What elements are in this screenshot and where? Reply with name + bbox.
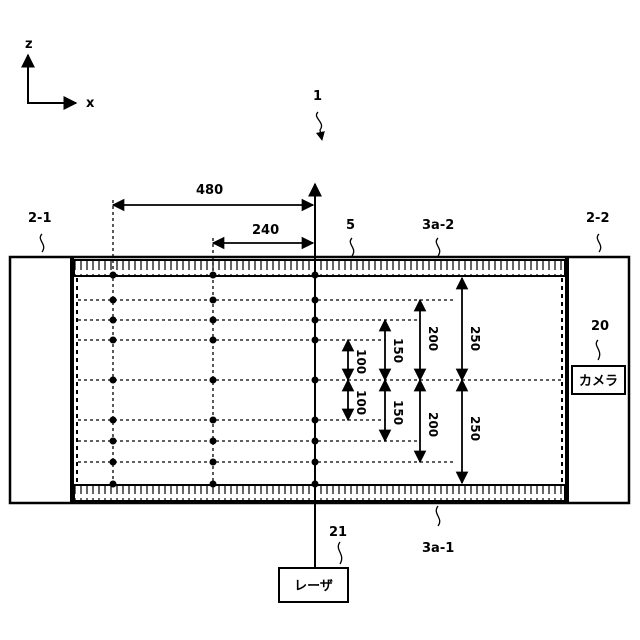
dim-100-bottom-label: 100 <box>354 390 368 415</box>
axes-indicator: z x <box>25 37 95 111</box>
dim-240-label: 240 <box>252 223 279 238</box>
leader-bottom-strip <box>436 506 439 526</box>
horizontal-dashed-lines <box>78 300 562 462</box>
leader-right-end <box>597 234 600 252</box>
leader-left-end <box>40 234 43 252</box>
dim-100-top-label: 100 <box>354 349 368 374</box>
laser-box: レーザ <box>279 568 348 602</box>
dim-200-bottom-label: 200 <box>426 412 440 437</box>
leader-laser <box>338 542 341 564</box>
top-strip-3a-2 <box>74 260 565 276</box>
bottom-strip-3a-1 <box>74 485 565 501</box>
leader-camera <box>596 340 599 360</box>
label-camera-ref: 20 <box>591 319 609 334</box>
figure-number: 1 <box>313 89 322 104</box>
figure-leader <box>316 112 322 140</box>
dim-250-bottom-label: 250 <box>468 416 482 441</box>
camera-box: カメラ <box>572 366 625 394</box>
label-laser-ref: 21 <box>329 525 347 540</box>
z-axis-label: z <box>25 37 33 52</box>
laser-box-label: レーザ <box>294 579 333 594</box>
dim-200-top-label: 200 <box>426 326 440 351</box>
x-axis-label: x <box>86 96 95 111</box>
leader-inner-chamber <box>350 238 353 256</box>
label-left-end: 2-1 <box>28 211 52 226</box>
label-bottom-strip: 3a-1 <box>422 541 454 556</box>
dim-150-bottom-label: 150 <box>391 400 405 425</box>
dim-480-label: 480 <box>196 183 223 198</box>
dim-150-top-label: 150 <box>391 338 405 363</box>
leader-top-strip <box>436 238 439 256</box>
label-right-end: 2-2 <box>586 211 610 226</box>
camera-box-label: カメラ <box>579 374 618 389</box>
label-inner-chamber: 5 <box>346 218 355 233</box>
label-top-strip: 3a-2 <box>422 218 454 233</box>
vertical-dashed-lines <box>113 200 213 485</box>
dim-250-top-label: 250 <box>468 326 482 351</box>
